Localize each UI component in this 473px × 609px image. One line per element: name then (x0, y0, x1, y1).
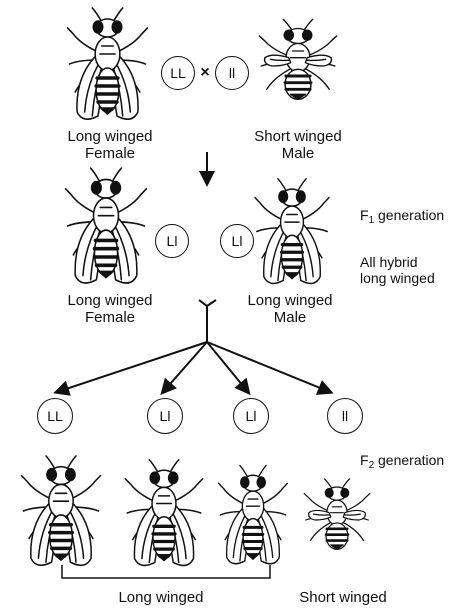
parent-male-label: Short winged Male (233, 128, 363, 162)
f1-female-line1: Long winged (45, 292, 175, 309)
f1-label-rest: generation (374, 207, 444, 223)
f1-cross-fork (199, 300, 216, 342)
f2-fly-4 (298, 476, 376, 564)
f2-genotype-1: LL (37, 398, 73, 434)
parent-female-fly (60, 4, 155, 124)
parent-male-genotype: ll (215, 56, 249, 90)
f2-label-main: F (360, 452, 369, 468)
parent-female-line1: Long winged (45, 128, 175, 145)
f1-female-label: Long winged Female (45, 292, 175, 326)
f2-genotype-4: ll (327, 398, 363, 434)
arrow-to-f2-4 (207, 342, 330, 392)
fruit-fly-drawing (298, 476, 376, 564)
parent-female-line2: Female (45, 145, 175, 162)
short-winged-label: Short winged (278, 589, 408, 606)
f1-note-line1: All hybrid (360, 254, 435, 270)
f1-note: All hybrid long winged (360, 254, 435, 286)
fruit-fly-drawing (60, 4, 155, 124)
parent-female-label: Long winged Female (45, 128, 175, 162)
f1-female-genotype: Ll (155, 224, 189, 258)
f2-label-rest: generation (374, 452, 444, 468)
f1-female-fly (58, 164, 154, 288)
f1-male-line1: Long winged (225, 292, 355, 309)
f2-genotype-2: Ll (147, 398, 183, 434)
fruit-fly-drawing (212, 462, 294, 568)
fruit-fly-drawing (248, 175, 336, 288)
f1-female-line2: Female (45, 309, 175, 326)
f1-male-fly (248, 175, 336, 288)
f2-fly-1 (14, 452, 108, 570)
long-winged-label: Long winged (96, 589, 226, 606)
f2-generation-label: F2 generation (360, 452, 444, 474)
f1-male-label: Long winged Male (225, 292, 355, 326)
f1-generation-label: F1 generation (360, 207, 444, 229)
f1-male-line2: Male (225, 309, 355, 326)
f1-note-line2: long winged (360, 270, 435, 286)
f1-label-main: F (360, 207, 369, 223)
f1-male-genotype: Ll (220, 224, 254, 258)
f2-fly-3 (212, 462, 294, 568)
parent-female-genotype: LL (161, 56, 195, 90)
fruit-fly-drawing (14, 452, 108, 570)
parent-male-fly (252, 16, 344, 116)
parent-male-line1: Short winged (233, 128, 363, 145)
f2-fly-2 (118, 456, 210, 570)
fruit-fly-drawing (252, 16, 344, 116)
cross-symbol: × (197, 64, 213, 81)
fruit-fly-drawing (58, 164, 154, 288)
fruit-fly-drawing (118, 456, 210, 570)
parent-male-line2: Male (233, 145, 363, 162)
f2-genotype-3: Ll (233, 398, 269, 434)
